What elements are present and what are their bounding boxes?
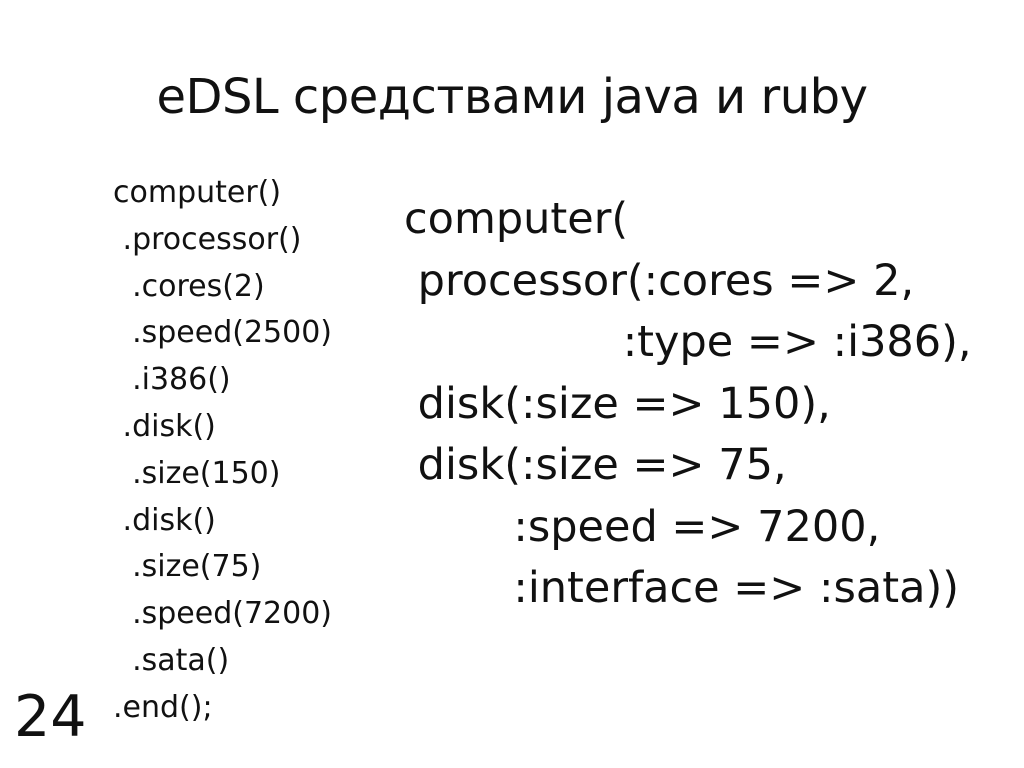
java-code-line: .i386()	[113, 362, 231, 398]
ruby-code-line: disk(:size => 75,	[404, 440, 787, 490]
java-code-line: .speed(2500)	[113, 315, 332, 351]
java-code-line: .size(75)	[113, 549, 262, 585]
ruby-code-line: processor(:cores => 2,	[404, 255, 915, 306]
slide-title: eDSL средствами java и ruby	[156, 69, 868, 125]
java-code-block: computer() .processor() .cores(2) .speed…	[113, 170, 332, 732]
ruby-code-line: disk(:size => 150),	[404, 378, 831, 429]
page-number: 24	[14, 684, 87, 750]
java-code-line: computer()	[113, 175, 282, 210]
java-code-line: .processor()	[113, 221, 302, 257]
java-code-line: .disk()	[113, 408, 216, 444]
java-code-line: .sata()	[113, 642, 230, 678]
java-code-line: .end();	[113, 689, 213, 725]
java-code-line: .cores(2)	[113, 268, 265, 304]
ruby-code-block: computer( processor(:cores => 2, :type =…	[404, 189, 972, 620]
ruby-code-line: :type => :i386),	[404, 317, 972, 367]
java-code-line: .speed(7200)	[113, 596, 332, 632]
ruby-code-line: :interface => :sata))	[404, 563, 960, 613]
ruby-code-line: computer(	[404, 194, 629, 244]
java-code-line: .disk()	[113, 502, 216, 538]
java-code-line: .size(150)	[113, 455, 281, 491]
ruby-code-line: :speed => 7200,	[404, 501, 881, 552]
